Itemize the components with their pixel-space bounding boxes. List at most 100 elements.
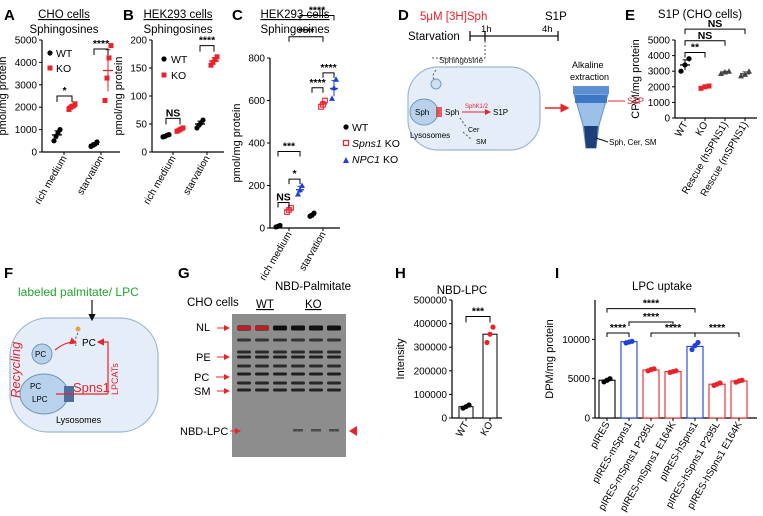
d-t1: 1h xyxy=(481,24,492,35)
g-band-7 xyxy=(255,338,269,342)
f-recycle-top xyxy=(54,337,78,351)
g-band-33 xyxy=(291,372,305,376)
chart-i-sig-4-line xyxy=(606,308,696,313)
g-band-31 xyxy=(255,372,269,376)
chart-b-point-1-1-2 xyxy=(212,57,218,63)
d-cer: Cer xyxy=(468,127,480,134)
chart-c-sig-0-line xyxy=(277,202,290,208)
chart-c-title: HEK293 cells xyxy=(260,9,329,21)
chart-h-bar-1 xyxy=(482,333,498,419)
d-transporter xyxy=(436,107,442,117)
g-band-27 xyxy=(291,364,305,368)
chart-c-xtick-label-0: rich medium xyxy=(258,230,295,283)
chart-a-point-0-0-3 xyxy=(57,127,63,133)
g-band-40 xyxy=(309,381,323,385)
legend-b-wt-marker xyxy=(161,56,167,62)
chart-i-point-2-2 xyxy=(651,366,657,372)
g-band-12 xyxy=(237,350,251,354)
d-label-sph: 5μM [3H]Sph xyxy=(420,11,487,23)
chart-e-point-2-0 xyxy=(718,70,724,77)
f-lpcats: LPCATs xyxy=(110,363,120,395)
chart-b-ytick-label-4: 200 xyxy=(130,36,147,47)
g-band-14 xyxy=(273,350,287,354)
g-sm-label: SM xyxy=(194,386,211,398)
g-band-37 xyxy=(255,381,269,385)
chart-e-ytick-label-2: 2000 xyxy=(648,82,671,93)
g-band-8 xyxy=(273,338,287,342)
g-band-47 xyxy=(327,388,341,392)
chart-e-ytick-label-1: 1000 xyxy=(648,98,671,109)
chart-i-bar-2 xyxy=(642,369,660,419)
diagram-f: labeled palmitate/ LPC PC PC PC LPC Spns… xyxy=(8,285,159,433)
legend-a: WT KO xyxy=(47,48,73,75)
g-nl-label: NL xyxy=(196,322,210,334)
legend-b-ko: KO xyxy=(171,70,186,82)
f-lysosomes: Lysosomes xyxy=(56,415,102,425)
legend-c-wt: WT xyxy=(352,122,369,134)
panel-letter-i: I xyxy=(555,265,559,282)
chart-i-sig-0-line xyxy=(606,332,630,338)
g-band-20 xyxy=(273,355,287,359)
chart-e-ytick-label-3: 3000 xyxy=(648,67,671,78)
g-band-39 xyxy=(291,381,305,385)
chart-h-point-0-2 xyxy=(466,402,472,408)
g-band-6 xyxy=(237,338,251,342)
chart-e-point-3-2 xyxy=(746,68,752,74)
g-band-17 xyxy=(327,350,341,354)
chart-b-xtick-label-1: starvation xyxy=(181,154,212,197)
chart-c-point-2-0-0 xyxy=(295,191,301,197)
chart-i-ytick-label-1: 5000 xyxy=(568,374,591,385)
chart-e-xtick-label-0: WT xyxy=(673,120,690,139)
chart-i-point-3-2 xyxy=(673,368,679,374)
chart-e-point-0-0 xyxy=(678,68,684,74)
legend-b: WT KO xyxy=(161,54,188,82)
f-pc-top: PC xyxy=(82,338,96,349)
f-lpc: LPC xyxy=(32,395,48,404)
chart-i-point-4-2 xyxy=(695,339,701,346)
chart-c-xtick-label-1: starvation xyxy=(297,230,328,273)
chart-a-sig-0-label: * xyxy=(62,85,67,97)
chart-b-point-1-0-3 xyxy=(180,125,186,131)
g-band-16 xyxy=(309,350,323,354)
chart-i-point-0-2 xyxy=(607,376,613,382)
chart-b-point-1-1-0 xyxy=(208,62,214,68)
chart-e-sig-1-label: NS xyxy=(698,30,713,42)
chart-e-point-1-2 xyxy=(706,83,712,89)
chart-c-sig-5-label: **** xyxy=(298,26,315,38)
chart-b-point-1-1-1 xyxy=(210,59,216,65)
chart-i-bar-6 xyxy=(730,380,748,419)
g-band-43 xyxy=(255,388,269,392)
d-t2: 4h xyxy=(542,24,553,35)
chart-b-subtitle: Sphingosines xyxy=(143,24,212,36)
d-sm: SM xyxy=(476,139,487,146)
chart-a-sig-1-line xyxy=(93,48,109,55)
panel-letter-c: C xyxy=(232,7,243,24)
g-lpc-band-1 xyxy=(311,429,321,432)
chart-a-sig-0-line xyxy=(56,95,73,102)
g-wt: WT xyxy=(256,299,274,311)
chart-i-title: LPC uptake xyxy=(632,281,692,293)
chart-i-bar-3 xyxy=(664,371,682,419)
d-out-rest: Sph, Cer, SM xyxy=(609,138,657,147)
d-out-s1p: S1P xyxy=(627,96,644,106)
panel-letter-b: B xyxy=(123,7,134,24)
d-tube-upper-phase xyxy=(575,95,607,103)
f-dot-top xyxy=(75,326,81,332)
g-lpc-band-0 xyxy=(293,429,303,432)
g-pe-label: PE xyxy=(196,352,211,364)
g-band-19 xyxy=(255,355,269,359)
panel-letter-h: H xyxy=(395,265,406,282)
g-band-28 xyxy=(309,364,323,368)
chart-c-point-2-1-0 xyxy=(329,95,335,101)
chart-c-sig-1-line xyxy=(288,178,301,185)
chart-b-ytick-label-3: 150 xyxy=(130,64,147,75)
legend-a-ko-marker xyxy=(47,65,53,71)
chart-h-ytick-label-5: 500000 xyxy=(414,296,448,307)
chart-c-sig-2-label: *** xyxy=(283,141,296,153)
g-ko: KO xyxy=(305,299,322,311)
g-band-36 xyxy=(237,381,251,385)
g-lpc-band-2 xyxy=(329,429,339,432)
chart-h-ytick-label-0: 0 xyxy=(441,414,447,425)
chart-i-sig-1-line xyxy=(628,321,674,327)
chart-a-point-1-1-3 xyxy=(108,43,114,49)
